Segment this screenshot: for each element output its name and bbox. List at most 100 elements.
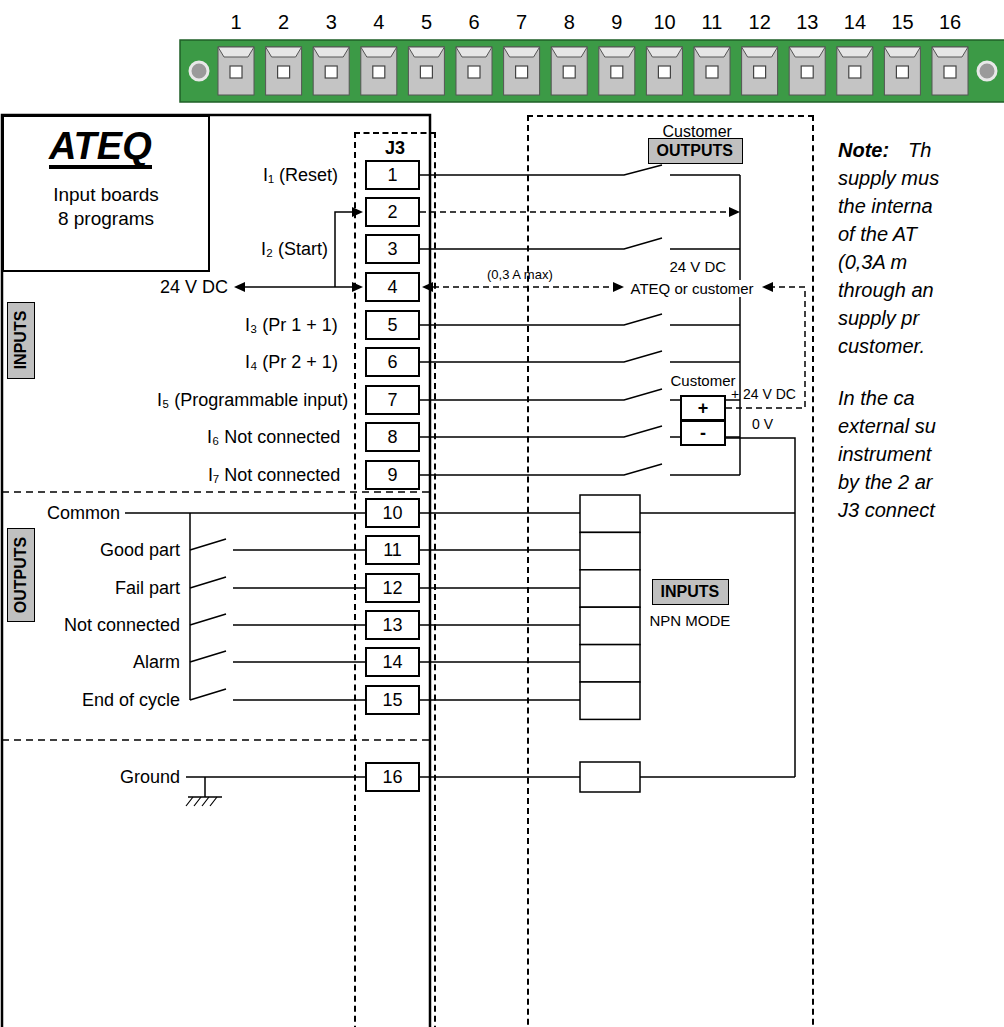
arrow-head: [234, 282, 245, 292]
supply-label: 0 V: [752, 416, 773, 432]
note-text: (0,3A m: [838, 251, 907, 274]
note-text: the interna: [838, 195, 933, 218]
signal-label: Ground: [120, 767, 180, 788]
pin-number: 6: [469, 11, 480, 34]
signal-label: Alarm: [133, 652, 180, 673]
signal-label: 24 V DC: [160, 277, 228, 298]
pin-box: 10: [365, 498, 420, 528]
note-text: Th: [908, 139, 931, 162]
terminal-strip: [837, 47, 873, 95]
node-text: 5: [387, 315, 397, 336]
supply-terminal: -: [680, 420, 726, 446]
internal-wiring: [244, 286, 353, 288]
note-text: supply mus: [838, 167, 939, 190]
pin-box: 2: [365, 197, 420, 227]
pin-number: 12: [749, 11, 771, 34]
section-tag: INPUTS: [7, 302, 35, 379]
node-text: 15: [382, 690, 402, 711]
pin-box: 16: [365, 762, 420, 792]
internal-wiring: [190, 577, 365, 588]
supply-label: Customer: [671, 372, 736, 389]
pin-box: 15: [365, 685, 420, 715]
terminal-strip: [599, 47, 635, 95]
internal-wiring: [186, 797, 217, 806]
terminal-strip: [456, 47, 492, 95]
pin-number: 13: [796, 11, 818, 34]
terminal-strip: [504, 47, 540, 95]
section-tag: OUTPUTS: [648, 138, 743, 164]
supply-terminal: +: [680, 395, 726, 421]
customer-input-box: [580, 495, 640, 532]
terminal-strip: [789, 47, 825, 95]
terminal-strip: [180, 40, 1004, 102]
signal-label: I₁ (Reset): [263, 165, 338, 186]
node-text: 13: [382, 615, 402, 636]
pin-box: 12: [365, 573, 420, 603]
signal-label: I₅ (Programmable input): [157, 390, 348, 411]
pin-number: 9: [611, 11, 622, 34]
terminal-strip: [266, 47, 302, 95]
signal-label: Good part: [100, 540, 180, 561]
customer-input-box: [580, 495, 640, 792]
pin-box: 3: [365, 234, 420, 264]
node-text: 12: [382, 578, 402, 599]
signal-label: I₇ Not connected: [208, 465, 340, 486]
terminal-strip: [694, 47, 730, 95]
customer-input-box: [580, 532, 640, 569]
node-text: 4: [387, 277, 397, 298]
terminal-strip: [190, 62, 208, 80]
node-text: 8: [387, 427, 397, 448]
internal-wiring: [335, 212, 353, 287]
pin-box: 4: [365, 272, 420, 302]
internal-wiring: [190, 614, 365, 625]
pin-box: 1: [365, 160, 420, 190]
terminal-strip: [742, 47, 778, 95]
note-text: by the 2 ar: [838, 471, 933, 494]
node-text: J3: [385, 138, 405, 159]
node-text: 2: [387, 202, 397, 223]
customer-wiring: [420, 513, 580, 777]
pin-number: 1: [231, 11, 242, 34]
arrow-head: [422, 282, 433, 292]
arrow-head: [613, 282, 624, 292]
signal-label: Fail part: [115, 578, 180, 599]
note-text: customer.: [838, 335, 925, 358]
pin-box: 5: [365, 310, 420, 340]
node-text: ATEQ: [49, 127, 152, 169]
terminal-strip: [180, 40, 1004, 102]
pin-number: 8: [564, 11, 575, 34]
customer-wiring: [420, 238, 740, 249]
customer-input-box: [580, 607, 640, 644]
terminal-strip: [884, 47, 920, 95]
signal-label: I₆ Not connected: [207, 427, 340, 448]
pin-number: 5: [421, 11, 432, 34]
node-text: INPUTS: [12, 311, 30, 370]
internal-wiring: [190, 689, 365, 700]
node-text: OUTPUTS: [657, 142, 733, 159]
signal-label: Not connected: [64, 615, 180, 636]
node-text: 3: [387, 239, 397, 260]
instrument-housing: [2, 115, 430, 1027]
signal-label: End of cycle: [82, 690, 180, 711]
note-text: Note:: [838, 139, 889, 162]
note-text: J3 connect: [838, 499, 935, 522]
section-tag: OUTPUTS: [7, 528, 35, 622]
node-text: 7: [387, 390, 397, 411]
instrument-housing: [2, 492, 430, 740]
customer-wiring: [420, 211, 730, 213]
connector-block: J312345678910111213141516: [354, 132, 436, 1027]
node-text: +: [698, 398, 709, 419]
pin-number: 7: [516, 11, 527, 34]
customer-wiring: [739, 175, 741, 475]
instrument-housing: [2, 115, 430, 1027]
pin-box: 9: [365, 460, 420, 490]
pin-number: 15: [891, 11, 913, 34]
signal-label: Common: [47, 503, 120, 524]
pin-number: 3: [326, 11, 337, 34]
pin-box: 7: [365, 385, 420, 415]
supply-label: + 24 V DC: [731, 386, 796, 402]
node-text: 14: [382, 652, 402, 673]
terminal-strip: [932, 47, 968, 95]
note-text: external su: [838, 415, 936, 438]
